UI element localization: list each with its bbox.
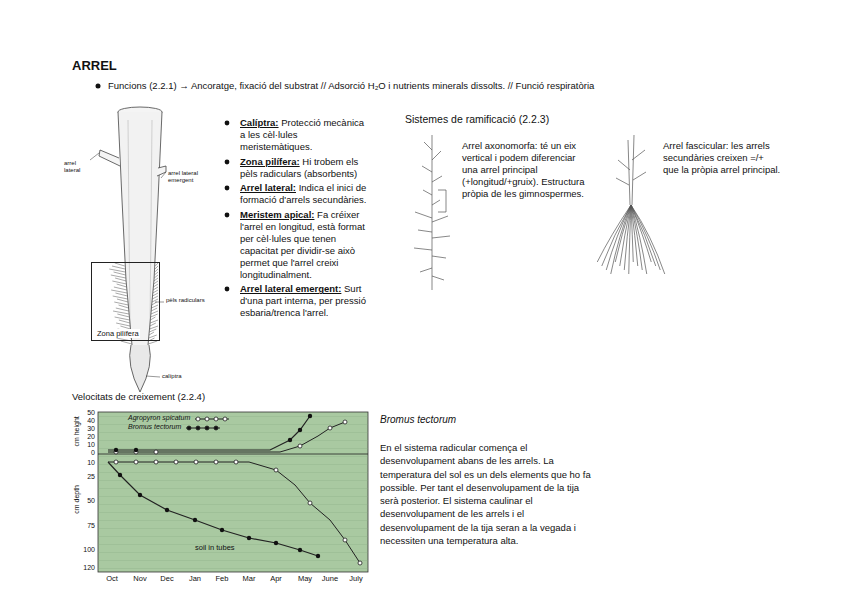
bullet [94, 82, 102, 90]
bullet [224, 286, 230, 292]
month-label: July [343, 574, 369, 583]
description: Arrel axonomorfa: té un eix vertical i p… [462, 140, 592, 199]
month-label: Mar [236, 574, 262, 583]
tick-label: 50 [78, 409, 95, 418]
legend-sample [185, 424, 221, 432]
description: Arrel fascicular: les arrels secundàries… [663, 140, 781, 176]
bullet-item: Calíptra: Protecció mecànica a les cèl·l… [240, 117, 370, 153]
tick-label: 25 [78, 473, 95, 482]
bullet [224, 120, 230, 126]
gap [341, 283, 344, 294]
bullet-item: Zona pilífera: Hi trobem els pèls radicu… [240, 156, 370, 180]
month-label: Jan [182, 574, 208, 583]
axis-title: cm depth [73, 474, 82, 524]
term: Meristem apical: [240, 209, 314, 220]
tick-label: 100 [78, 546, 95, 555]
description: En el sistema radicular comença el desen… [380, 441, 598, 547]
month-label: May [292, 574, 318, 583]
gap [300, 156, 303, 167]
part-label: arrel lateral [64, 160, 90, 173]
page-title: ARREL [72, 58, 117, 74]
month-label: Dec [154, 574, 180, 583]
part-label: calíptra [162, 373, 202, 381]
bullet-item: Meristem apical: Fa créixer l'arrel en l… [240, 209, 370, 280]
bullet-item: Arrel lateral: Indica el inici de formac… [240, 182, 370, 206]
chart-heading: Bromus tectorum [380, 414, 580, 427]
bullet-item: Arrel lateral emergent: Surt d'una part … [240, 283, 370, 319]
tick-label: 0 [78, 449, 95, 458]
term: Arrel lateral emergent: [240, 283, 341, 294]
section-heading: Sistemes de ramificació (2.2.3) [405, 113, 605, 126]
legend-text: Agropyron spicatum [128, 414, 190, 423]
term: Arrel lateral: [240, 182, 296, 193]
term: Calíptra: [240, 117, 279, 128]
gap [279, 117, 282, 128]
tick-label: 40 [78, 417, 95, 426]
bullet-list: Calíptra: Protecció mecànica a les cèl·l… [240, 117, 370, 322]
section-heading: Velocitats de creixement (2.2.4) [72, 391, 292, 403]
tick-label: 30 [78, 425, 95, 434]
bullet [224, 185, 230, 191]
chart-note: soil in tubes [195, 543, 255, 552]
growth-chart [98, 412, 368, 572]
legend-sample [194, 415, 230, 423]
month-label: Nov [127, 574, 153, 583]
month-label: Apr [263, 574, 289, 583]
part-label: arrel lateral emergent [168, 170, 204, 183]
tick-label: 20 [78, 433, 95, 442]
axis-title: cm height [73, 406, 82, 456]
tick-label: 10 [78, 441, 95, 450]
month-label: Oct [99, 574, 125, 583]
function-line: Funcions (2.2.1) → Ancoratge, fixació de… [108, 80, 808, 92]
bullet [224, 159, 230, 165]
tick-label: 10 [78, 459, 95, 468]
month-label: Feb [209, 574, 235, 583]
taproot-plant [414, 135, 450, 290]
fibrous-plant [597, 135, 665, 274]
bullet [224, 212, 230, 218]
part-label: pèls radiculars [166, 297, 206, 304]
legend-text: Bromus tectorum [128, 423, 181, 432]
tick-label: 120 [78, 564, 95, 573]
month-label: June [317, 574, 343, 583]
region-box: Zona pilífera [91, 262, 160, 341]
tick-label: 50 [78, 497, 95, 506]
region-label: Zona pilífera [96, 329, 140, 338]
root-illustration [90, 107, 166, 392]
tick-label: 75 [78, 522, 95, 531]
gap [314, 209, 317, 220]
gap [296, 182, 299, 193]
term: Zona pilífera: [240, 156, 300, 167]
